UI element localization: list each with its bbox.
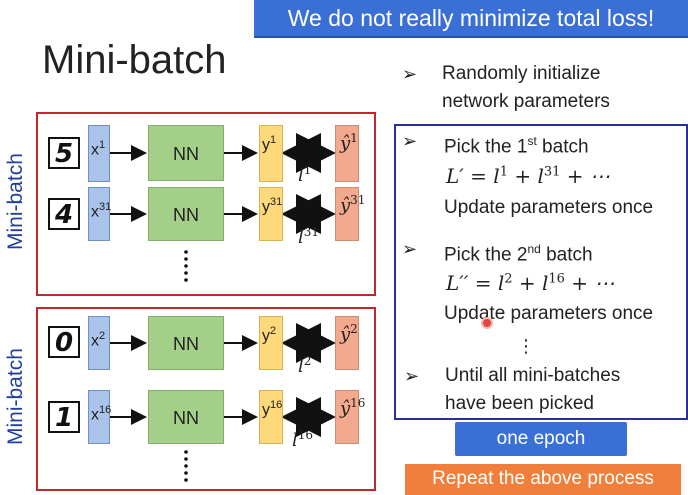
nn-block-1: NN (148, 125, 224, 181)
digit-image-3: 0 (48, 326, 80, 358)
loss-label-2-l: l (298, 227, 304, 248)
loss-label-3-l: l (298, 356, 304, 377)
one-epoch-label: one epoch (455, 422, 627, 456)
equation-2-tail: + ⋯ (564, 271, 615, 295)
output-y-3-sup: 2 (270, 325, 277, 337)
input-x-3-label: x (91, 332, 99, 350)
equation-2: L′′ = l2 + l16 + ⋯ (446, 271, 614, 295)
nn-block-3: NN (148, 316, 224, 370)
equation-2-lhs: L′′ = l (446, 271, 505, 295)
target-yhat-2-label: ŷ (340, 195, 351, 216)
step-until-line1: Until all mini-batches (445, 365, 621, 386)
equation-1-tail: + ⋯ (560, 164, 610, 188)
loss-label-1-l: l (298, 165, 304, 186)
target-yhat-2-sup: 31 (350, 193, 366, 207)
equation-1-s1: 1 (499, 164, 508, 180)
input-x-4: x16 (88, 390, 112, 444)
step-pick2-pre: Pick the 2 (444, 244, 528, 266)
loss-label-4: l16 (292, 428, 313, 451)
step-pick2-post: batch (540, 244, 593, 266)
loss-label-4-sup: 16 (297, 428, 314, 442)
loss-label-3: l2 (298, 354, 311, 377)
loss-label-1: l1 (298, 163, 311, 186)
continuation-dots-2 (184, 450, 188, 482)
input-x-2: x31 (88, 187, 112, 241)
output-y-1-label: y (262, 136, 270, 154)
bullet-arrow-icon-pick1: ➢ (402, 131, 418, 151)
step-init-line1: Randomly initialize (442, 63, 601, 84)
bullet-arrow-icon-until: ➢ (404, 366, 420, 386)
output-y-1: y1 (259, 125, 283, 182)
loss-label-2-sup: 31 (303, 225, 320, 239)
equation-2-s1: 2 (504, 271, 513, 287)
output-y-1-sup: 1 (270, 134, 277, 146)
equation-1-s2: 31 (543, 164, 561, 180)
output-y-4: y16 (259, 390, 283, 444)
step-init-line2: network parameters (442, 91, 610, 112)
output-y-4-sup: 16 (270, 399, 283, 411)
digit-image-4: 1 (48, 401, 80, 433)
output-y-2: y31 (259, 187, 283, 241)
nn-block-4: NN (148, 390, 224, 444)
mini-batch-group-1 (36, 112, 376, 296)
top-banner: We do not really minimize total loss! (254, 0, 688, 38)
equation-1: L′ = l1 + l31 + ⋯ (446, 164, 610, 188)
step-update1: Update parameters once (444, 197, 654, 218)
step-pick1-sup: st (527, 134, 537, 148)
output-y-2-label: y (262, 198, 270, 216)
step-until-line2: have been picked (445, 393, 594, 414)
input-x-4-sup: 16 (99, 404, 112, 416)
input-x-2-label: x (91, 203, 99, 221)
nn-block-2: NN (148, 187, 224, 241)
input-x-1-label: x (91, 141, 99, 159)
continuation-dots-1 (184, 250, 188, 282)
loss-label-1-sup: 1 (303, 163, 312, 177)
digit-image-1: 5 (48, 137, 80, 169)
bullet-arrow-icon-pick2: ➢ (402, 239, 418, 259)
target-yhat-1-sup: 1 (350, 131, 358, 145)
loss-label-3-sup: 2 (303, 354, 312, 368)
target-yhat-3-sup: 2 (350, 322, 358, 336)
steps-vdots: ⋮ (517, 336, 535, 356)
input-x-2-sup: 31 (99, 201, 112, 213)
loss-label-2: l31 (298, 225, 319, 248)
input-x-3: x2 (88, 316, 110, 370)
target-yhat-4-sup: 16 (350, 396, 366, 410)
target-yhat-2: ŷ31 (335, 187, 365, 241)
pointer-dot (481, 317, 493, 329)
equation-2-mid: + l (512, 271, 549, 295)
step-pick1-pre: Pick the 1 (444, 136, 528, 158)
repeat-process-label: Repeat the above process (405, 464, 681, 495)
output-y-4-label: y (262, 401, 270, 419)
step-pick1: Pick the 1st batch (444, 127, 589, 161)
step-pick2-sup: nd (527, 242, 541, 256)
target-yhat-1-label: ŷ (340, 133, 351, 154)
input-x-1-sup: 1 (99, 139, 106, 151)
mini-batch-group-2 (36, 307, 376, 491)
digit-image-2: 4 (48, 198, 80, 230)
input-x-4-label: x (91, 406, 99, 424)
equation-1-mid: + l (507, 164, 544, 188)
steps-box (394, 124, 688, 420)
bullet-arrow-icon-init: ➢ (402, 64, 418, 84)
step-pick2: Pick the 2nd batch (444, 235, 593, 269)
equation-2-s2: 16 (548, 271, 565, 287)
target-yhat-4: ŷ16 (335, 390, 365, 444)
output-y-2-sup: 31 (270, 196, 283, 208)
output-y-3-label: y (262, 327, 270, 345)
output-y-3: y2 (259, 316, 283, 370)
equation-1-lhs: L′ = l (446, 164, 500, 188)
input-x-1: x1 (88, 125, 110, 182)
input-x-3-sup: 2 (99, 330, 106, 342)
step-update2: Update parameters once (444, 303, 654, 324)
target-yhat-1: ŷ1 (335, 125, 359, 182)
target-yhat-4-label: ŷ (340, 398, 351, 419)
target-yhat-3: ŷ2 (335, 316, 359, 370)
step-pick1-post: batch (536, 136, 589, 158)
loss-label-4-l: l (292, 430, 298, 451)
slide-title: Mini-batch (42, 38, 227, 82)
target-yhat-3-label: ŷ (340, 324, 351, 345)
